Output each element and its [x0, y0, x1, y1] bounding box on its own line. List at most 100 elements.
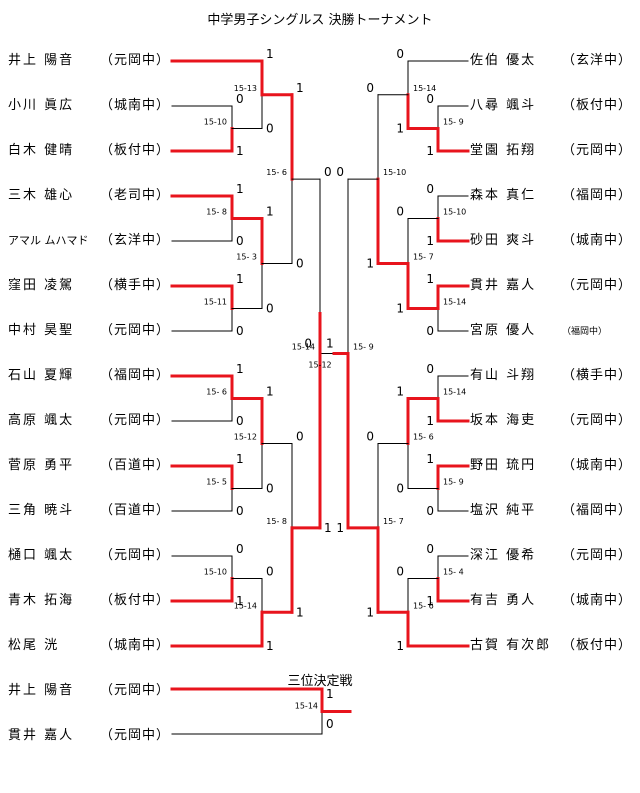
left-r3-m1-result-top: 1 [296, 81, 304, 95]
player-team: （横手中） [100, 278, 171, 293]
left-r3-m2-result-top: 0 [296, 430, 304, 444]
right-r1-m1-result-bottom: 1 [426, 144, 434, 158]
player-name: 古賀 有次郎 [470, 638, 552, 653]
player-team: （横手中） [562, 368, 633, 383]
right-r3-m2-result-top: 0 [366, 430, 374, 444]
player-entry-right-2: 八尋 颯斗 （板付中） [470, 96, 632, 116]
right-r3-m2-result-bottom: 1 [366, 605, 374, 619]
left-r2-m4-result-top: 0 [266, 565, 274, 579]
right-semifinal-result-top: 0 [336, 165, 344, 179]
bracket-lines [170, 59, 470, 735]
player-name: 中村 昊聖 [8, 323, 75, 338]
player-entry-right-1: 佐伯 優太 （玄洋中） [470, 51, 632, 71]
player-name: 堂園 拓翔 [470, 143, 537, 158]
player-entry-right-11: 塩沢 純平 （福岡中） [470, 501, 632, 521]
right-r2-m1-result-top: 0 [396, 47, 404, 61]
left-r1-m6-result-top: 0 [236, 542, 244, 556]
player-name: 八尋 颯斗 [470, 98, 537, 113]
player-team: （元岡中） [562, 278, 633, 293]
player-entry-left-9: 高原 颯太 （元岡中） [8, 411, 170, 431]
player-team: （元岡中） [562, 413, 633, 428]
final-score: 15-12 [308, 361, 331, 370]
player-entry-left-2: 小川 眞広（城南中） [8, 96, 170, 116]
right-r1-m1-score: 15- 9 [443, 118, 464, 127]
right-r3-m1-result-bottom: 1 [366, 257, 374, 271]
player-team: （元岡中） [100, 53, 171, 68]
player-entry-right-14: 古賀 有次郎（板付中） [470, 636, 632, 656]
left-r2-m4-score: 15-14 [234, 601, 257, 610]
right-r1-m3-score: 15-14 [443, 298, 466, 307]
player-name: 窪田 凌駕 [8, 278, 75, 293]
left-r1-m1-result-bottom: 1 [236, 144, 244, 158]
right-r1-m1-result-top: 0 [426, 92, 434, 106]
player-entry-left-11: 三角 暁斗 （百道中） [8, 501, 170, 521]
player-team: （百道中） [100, 503, 171, 518]
player-name: 佐伯 優太 [470, 53, 537, 68]
right-semifinal-result-bottom: 1 [336, 521, 344, 535]
player-team: （福岡中） [562, 503, 633, 518]
player-team: （元岡中） [562, 143, 633, 158]
right-r1-m6-score: 15- 4 [443, 568, 464, 577]
left-r1-m4-result-top: 1 [236, 362, 244, 376]
right-r1-m4-result-top: 0 [426, 362, 434, 376]
bronze-match-title: 三位決定戦 [287, 674, 353, 689]
player-entry-right-5: 砂田 爽斗（城南中） [470, 231, 632, 251]
player-name: 菅原 勇平 [8, 458, 75, 473]
left-r1-m5-result-bottom: 0 [236, 504, 244, 518]
player-team: （城南中） [562, 593, 633, 608]
player-name: 塩沢 純平 [470, 503, 537, 518]
player-entry-left-5: アマル ムハマド（玄洋中） [8, 231, 170, 251]
right-r2-m4-result-bottom: 1 [396, 639, 404, 653]
player-name: 深江 優希 [470, 548, 537, 563]
left-r1-m3-result-bottom: 0 [236, 324, 244, 338]
player-name: 井上 陽音 [8, 53, 75, 68]
player-team: （城南中） [100, 638, 171, 653]
player-team: （元岡中） [100, 413, 171, 428]
player-entry-left-10: 菅原 勇平（百道中） [8, 456, 170, 476]
player-entry-left-12: 樋口 颯太（元岡中） [8, 546, 170, 566]
right-r2-m4-result-top: 0 [396, 565, 404, 579]
final-result-right: 1 [326, 337, 334, 351]
player-name: 貫井 嘉人 [470, 278, 537, 293]
left-r2-m1-score: 15-13 [234, 84, 257, 93]
right-r3-m1-result-top: 0 [366, 81, 374, 95]
left-r2-m2-score: 15- 3 [236, 253, 257, 262]
player-team: （板付中） [562, 98, 633, 113]
player-name: 青木 拓海 [8, 593, 75, 608]
right-r1-m5-result-top: 1 [426, 452, 434, 466]
left-r1-m2-result-top: 1 [236, 182, 244, 196]
player-team: （福岡中） [562, 327, 608, 337]
page-title: 中学男子シングルス 決勝トーナメント [207, 13, 433, 28]
player-name: 有山 斗翔 [470, 368, 537, 383]
player-team: （板付中） [100, 143, 171, 158]
left-r1-m5-score: 15- 5 [206, 478, 227, 487]
player-name: 野田 琉円 [470, 458, 537, 473]
right-r1-m5-score: 15- 9 [443, 478, 464, 487]
player-name: 白木 健晴 [8, 143, 75, 158]
player-name: 三角 暁斗 [8, 503, 75, 518]
bronze-result-bottom: 0 [326, 717, 334, 731]
player-team: （板付中） [100, 593, 171, 608]
left-r1-m2-result-bottom: 0 [236, 234, 244, 248]
player-entry-right-4: 森本 真仁（福岡中） [470, 186, 632, 206]
player-team: （城南中） [562, 458, 633, 473]
left-r2-m3-result-top: 1 [266, 385, 274, 399]
player-team: （元岡中） [100, 323, 171, 338]
right-r1-m4-score: 15-14 [443, 388, 466, 397]
player-name: 高原 颯太 [8, 413, 75, 428]
left-r2-m3-result-bottom: 0 [266, 482, 274, 496]
player-name: 森本 真仁 [470, 188, 537, 203]
player-name: アマル ムハマド [8, 234, 89, 247]
bronze-result-top: 1 [326, 687, 334, 701]
final-result-left: 0 [304, 337, 312, 351]
player-entry-left-13: 青木 拓海 （板付中） [8, 591, 170, 611]
left-r1-m6-score: 15-10 [204, 568, 227, 577]
left-r1-m4-result-bottom: 0 [236, 414, 244, 428]
right-r2-m2-result-top: 0 [396, 205, 404, 219]
left-r1-m1-score: 15-10 [204, 118, 227, 127]
right-r1-m2-score: 15-10 [443, 208, 466, 217]
left-r3-m1-score: 15- 6 [266, 168, 287, 177]
player-team: （玄洋中） [562, 53, 633, 68]
player-team: （城南中） [562, 233, 633, 248]
